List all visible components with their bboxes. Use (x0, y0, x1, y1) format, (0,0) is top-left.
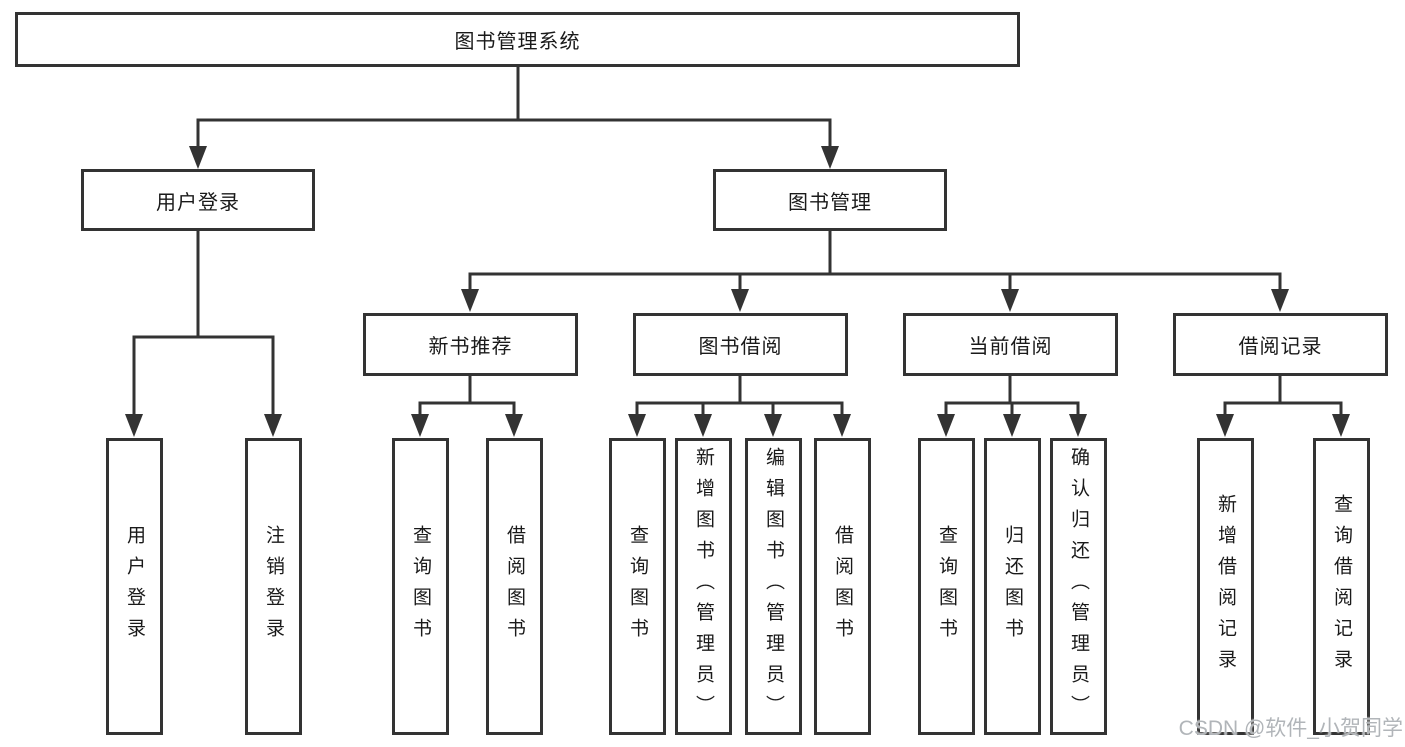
arrowhead-icons (125, 146, 1350, 437)
node-label: 图书管理系统 (454, 31, 581, 53)
leaf-add-books-admin: 新增图书（管理员） (675, 438, 732, 735)
node-label: 借阅记录 (1238, 336, 1323, 358)
node-label: 借阅图书 (832, 524, 853, 649)
leaf-edit-books-admin: 编辑图书（管理员） (745, 438, 802, 735)
node-borrowing-records: 借阅记录 (1173, 313, 1388, 376)
node-label: 当前借阅 (968, 336, 1053, 358)
node-label: 用户登录 (156, 191, 240, 214)
leaf-confirm-return-admin: 确认归还（管理员） (1050, 438, 1107, 735)
leaf-borrow-books-1: 借阅图书 (486, 438, 543, 735)
leaf-borrow-books-2: 借阅图书 (814, 438, 871, 735)
leaf-query-borrow-record: 查询借阅记录 (1313, 438, 1370, 735)
leaf-add-borrow-record: 新增借阅记录 (1197, 438, 1254, 735)
node-user-login: 用户登录 (81, 169, 315, 231)
leaf-user-login: 用户登录 (106, 438, 163, 735)
node-label: 图书借阅 (698, 336, 783, 358)
node-label: 用户登录 (124, 524, 145, 649)
node-label: 查询图书 (936, 524, 957, 649)
node-label: 确认归还（管理员） (1068, 447, 1089, 726)
csdn-watermark: CSDN @软件_小贺同学 (1178, 717, 1403, 740)
node-current-borrowing: 当前借阅 (903, 313, 1118, 376)
node-label: 注销登录 (263, 524, 284, 649)
leaf-logout: 注销登录 (245, 438, 302, 735)
node-label: 编辑图书（管理员） (763, 447, 784, 726)
node-label: 新增图书（管理员） (693, 447, 714, 726)
node-label: 借阅图书 (504, 524, 525, 649)
leaf-query-books-2: 查询图书 (609, 438, 666, 735)
node-book-borrowing: 图书借阅 (633, 313, 848, 376)
leaf-query-books-1: 查询图书 (392, 438, 449, 735)
leaf-query-books-3: 查询图书 (918, 438, 975, 735)
node-label: 新增借阅记录 (1215, 493, 1236, 680)
node-label: 查询借阅记录 (1331, 493, 1352, 680)
node-label: 图书管理 (788, 191, 872, 214)
node-new-book-recommend: 新书推荐 (363, 313, 578, 376)
node-book-management: 图书管理 (713, 169, 947, 231)
node-label: 归还图书 (1002, 524, 1023, 649)
node-label: 新书推荐 (428, 336, 513, 358)
node-label: 查询图书 (410, 524, 431, 649)
node-label: 查询图书 (627, 524, 648, 649)
leaf-return-books: 归还图书 (984, 438, 1041, 735)
node-root-system: 图书管理系统 (15, 12, 1020, 67)
